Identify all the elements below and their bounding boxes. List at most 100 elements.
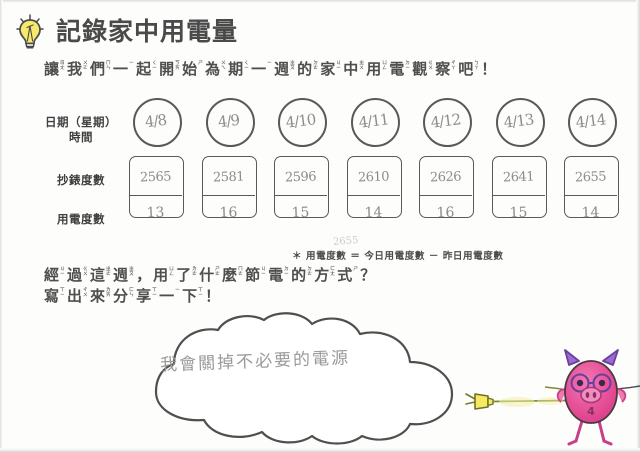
- row-label-meter-reading: 抄錶度數: [57, 173, 105, 187]
- han-char: 出: [67, 287, 83, 305]
- han-char: 式: [337, 266, 353, 284]
- zhuyin-annotation: ㄇ ㄜ: [238, 267, 243, 277]
- electricity-used-value: 13: [146, 204, 165, 222]
- data-cell-box[interactable]: [564, 156, 619, 218]
- data-cell-box[interactable]: [274, 156, 329, 218]
- question1-char-1: 過ㄍ ㄨ: [67, 266, 89, 284]
- han-char: 麼: [222, 266, 238, 284]
- row-label-electricity-used: 用電度數: [57, 212, 105, 226]
- date-circle[interactable]: [423, 98, 472, 147]
- intro-char-12: 家ㄐ ㄧ: [320, 60, 342, 78]
- han-char: 經: [44, 266, 60, 284]
- cell-divider: [129, 195, 182, 196]
- han-char: 過: [67, 266, 83, 284]
- zhuyin-annotation: ㄕ ㄜ: [215, 267, 220, 277]
- data-cell-box[interactable]: [419, 156, 474, 218]
- data-cell-box[interactable]: [201, 156, 257, 218]
- han-char: 下: [182, 287, 198, 305]
- date-circle[interactable]: [350, 98, 400, 147]
- table-footnote: ＊ 用電度數 ＝ 今日用電度數 － 昨日用電度數: [292, 251, 504, 262]
- electricity-used-value: 15: [291, 204, 310, 222]
- intro-char-19: ！: [481, 60, 496, 78]
- zhuyin-annotation: ㄐ ㄧ: [261, 267, 266, 277]
- zhuyin-annotation: ㄌ ㄜ: [192, 267, 197, 277]
- question1-char-3: 週ㄓ ㄡ: [113, 266, 135, 284]
- zhuyin-annotation: ㄔ ㄚ: [451, 61, 456, 71]
- scan-edge-right: [636, 0, 640, 452]
- han-char: 們: [90, 60, 106, 78]
- han-char: 節: [245, 266, 261, 284]
- electricity-used-value: 15: [508, 204, 528, 222]
- date-value: 4/10: [284, 109, 317, 132]
- question1-char-0: 經ㄐ ㄧ: [44, 266, 66, 284]
- han-char: 始: [182, 60, 198, 78]
- han-char: 來: [90, 287, 106, 305]
- intro-char-15: 電ㄉ ㄧ: [389, 60, 411, 78]
- question1-char-7: 了ㄌ ㄜ: [176, 266, 198, 284]
- date-value: 4/13: [502, 109, 534, 132]
- han-char: 開: [159, 60, 175, 78]
- data-cell-box[interactable]: [346, 156, 402, 218]
- intro-char-8: 期ㄑ ㄧ: [228, 60, 250, 78]
- date-circle[interactable]: [278, 98, 327, 147]
- intro-char-17: 察ㄔ ㄚ: [435, 60, 457, 78]
- zhuyin-annotation: ㄓ ㄜ: [106, 267, 111, 277]
- question1-char-11: 電ㄉ ㄧ: [268, 266, 290, 284]
- electricity-used-value: 16: [218, 204, 238, 222]
- han-char: 的: [291, 266, 307, 284]
- row-label-time: 時間: [69, 130, 93, 144]
- zhuyin-annotation: ㄧ: [129, 61, 134, 66]
- date-circle[interactable]: [205, 98, 255, 147]
- intro-char-18: 吧ㄅ ㄚ: [458, 60, 480, 78]
- han-char: 電: [389, 60, 405, 78]
- speech-cloud: [112, 312, 484, 447]
- intro-char-10: 週ㄓ ㄡ: [274, 60, 296, 78]
- han-char: 一: [159, 287, 175, 305]
- zhuyin-annotation: ㄈ ㄣ: [129, 288, 134, 298]
- date-circle[interactable]: [495, 98, 545, 147]
- zhuyin-annotation: ㄨ ㄟ: [221, 61, 226, 71]
- zhuyin-annotation: ㄓ ㄨ: [359, 61, 364, 71]
- han-char: 期: [228, 60, 244, 78]
- han-char: 察: [435, 60, 451, 78]
- zhuyin-annotation: ㄍ ㄨ: [428, 61, 433, 71]
- han-char: 我: [67, 60, 83, 78]
- meter-reading-value: 2581: [212, 169, 244, 186]
- cell-divider: [419, 195, 472, 196]
- question1-char-2: 這ㄓ ㄜ: [90, 266, 112, 284]
- scan-edge-bottom: [0, 448, 640, 452]
- data-cell-box[interactable]: [129, 156, 184, 218]
- meter-reading-value: 2565: [139, 169, 172, 186]
- zhuyin-annotation: ㄖ ㄤ: [60, 61, 65, 71]
- han-char: 讓: [44, 60, 60, 78]
- zhuyin-annotation: ㄑ ㄧ: [152, 61, 157, 71]
- intro-char-1: 我ㄨ ㄛ: [67, 60, 89, 78]
- zhuyin-annotation: ㄧ: [267, 61, 272, 66]
- date-circle[interactable]: [133, 98, 182, 147]
- zhuyin-annotation: ㄩ ㄥ: [382, 61, 387, 71]
- question-line-2: 寫ㄒ ㄧ出ㄔ ㄨ來ㄌ ㄞ分ㄈ ㄣ享ㄒ ㄧ一ㄧ下ㄒ ㄧ！: [44, 287, 221, 305]
- cell-divider: [491, 195, 545, 196]
- han-char: 觀: [412, 60, 428, 78]
- han-char: 電: [268, 266, 284, 284]
- zhuyin-annotation: ㄉ ㄧ: [405, 61, 410, 71]
- question2-char-1: 出ㄔ ㄨ: [67, 287, 89, 305]
- cell-divider: [274, 195, 327, 196]
- date-circle[interactable]: [568, 98, 617, 147]
- row-label-date: 日期（星期）: [45, 115, 117, 129]
- cell-divider: [564, 195, 617, 196]
- intro-char-2: 們ㄇ ㄣ: [90, 60, 112, 78]
- question2-char-6: 下ㄒ ㄧ: [182, 287, 204, 305]
- data-cell-box[interactable]: [491, 156, 547, 218]
- question1-char-12: 的ㄉ ㄜ: [291, 266, 313, 284]
- pig-mascot: 4: [544, 345, 640, 450]
- lightbulb-icon: [14, 12, 48, 50]
- han-char: 週: [274, 60, 290, 78]
- han-char: 用: [366, 60, 382, 78]
- question1-char-14: 式ㄕ: [337, 266, 359, 284]
- cell-divider: [201, 195, 255, 196]
- zhuyin-annotation: ㄐ ㄧ: [336, 61, 341, 71]
- zhuyin-annotation: ㄒ ㄧ: [198, 288, 203, 298]
- meter-reading-value: 2596: [284, 169, 317, 186]
